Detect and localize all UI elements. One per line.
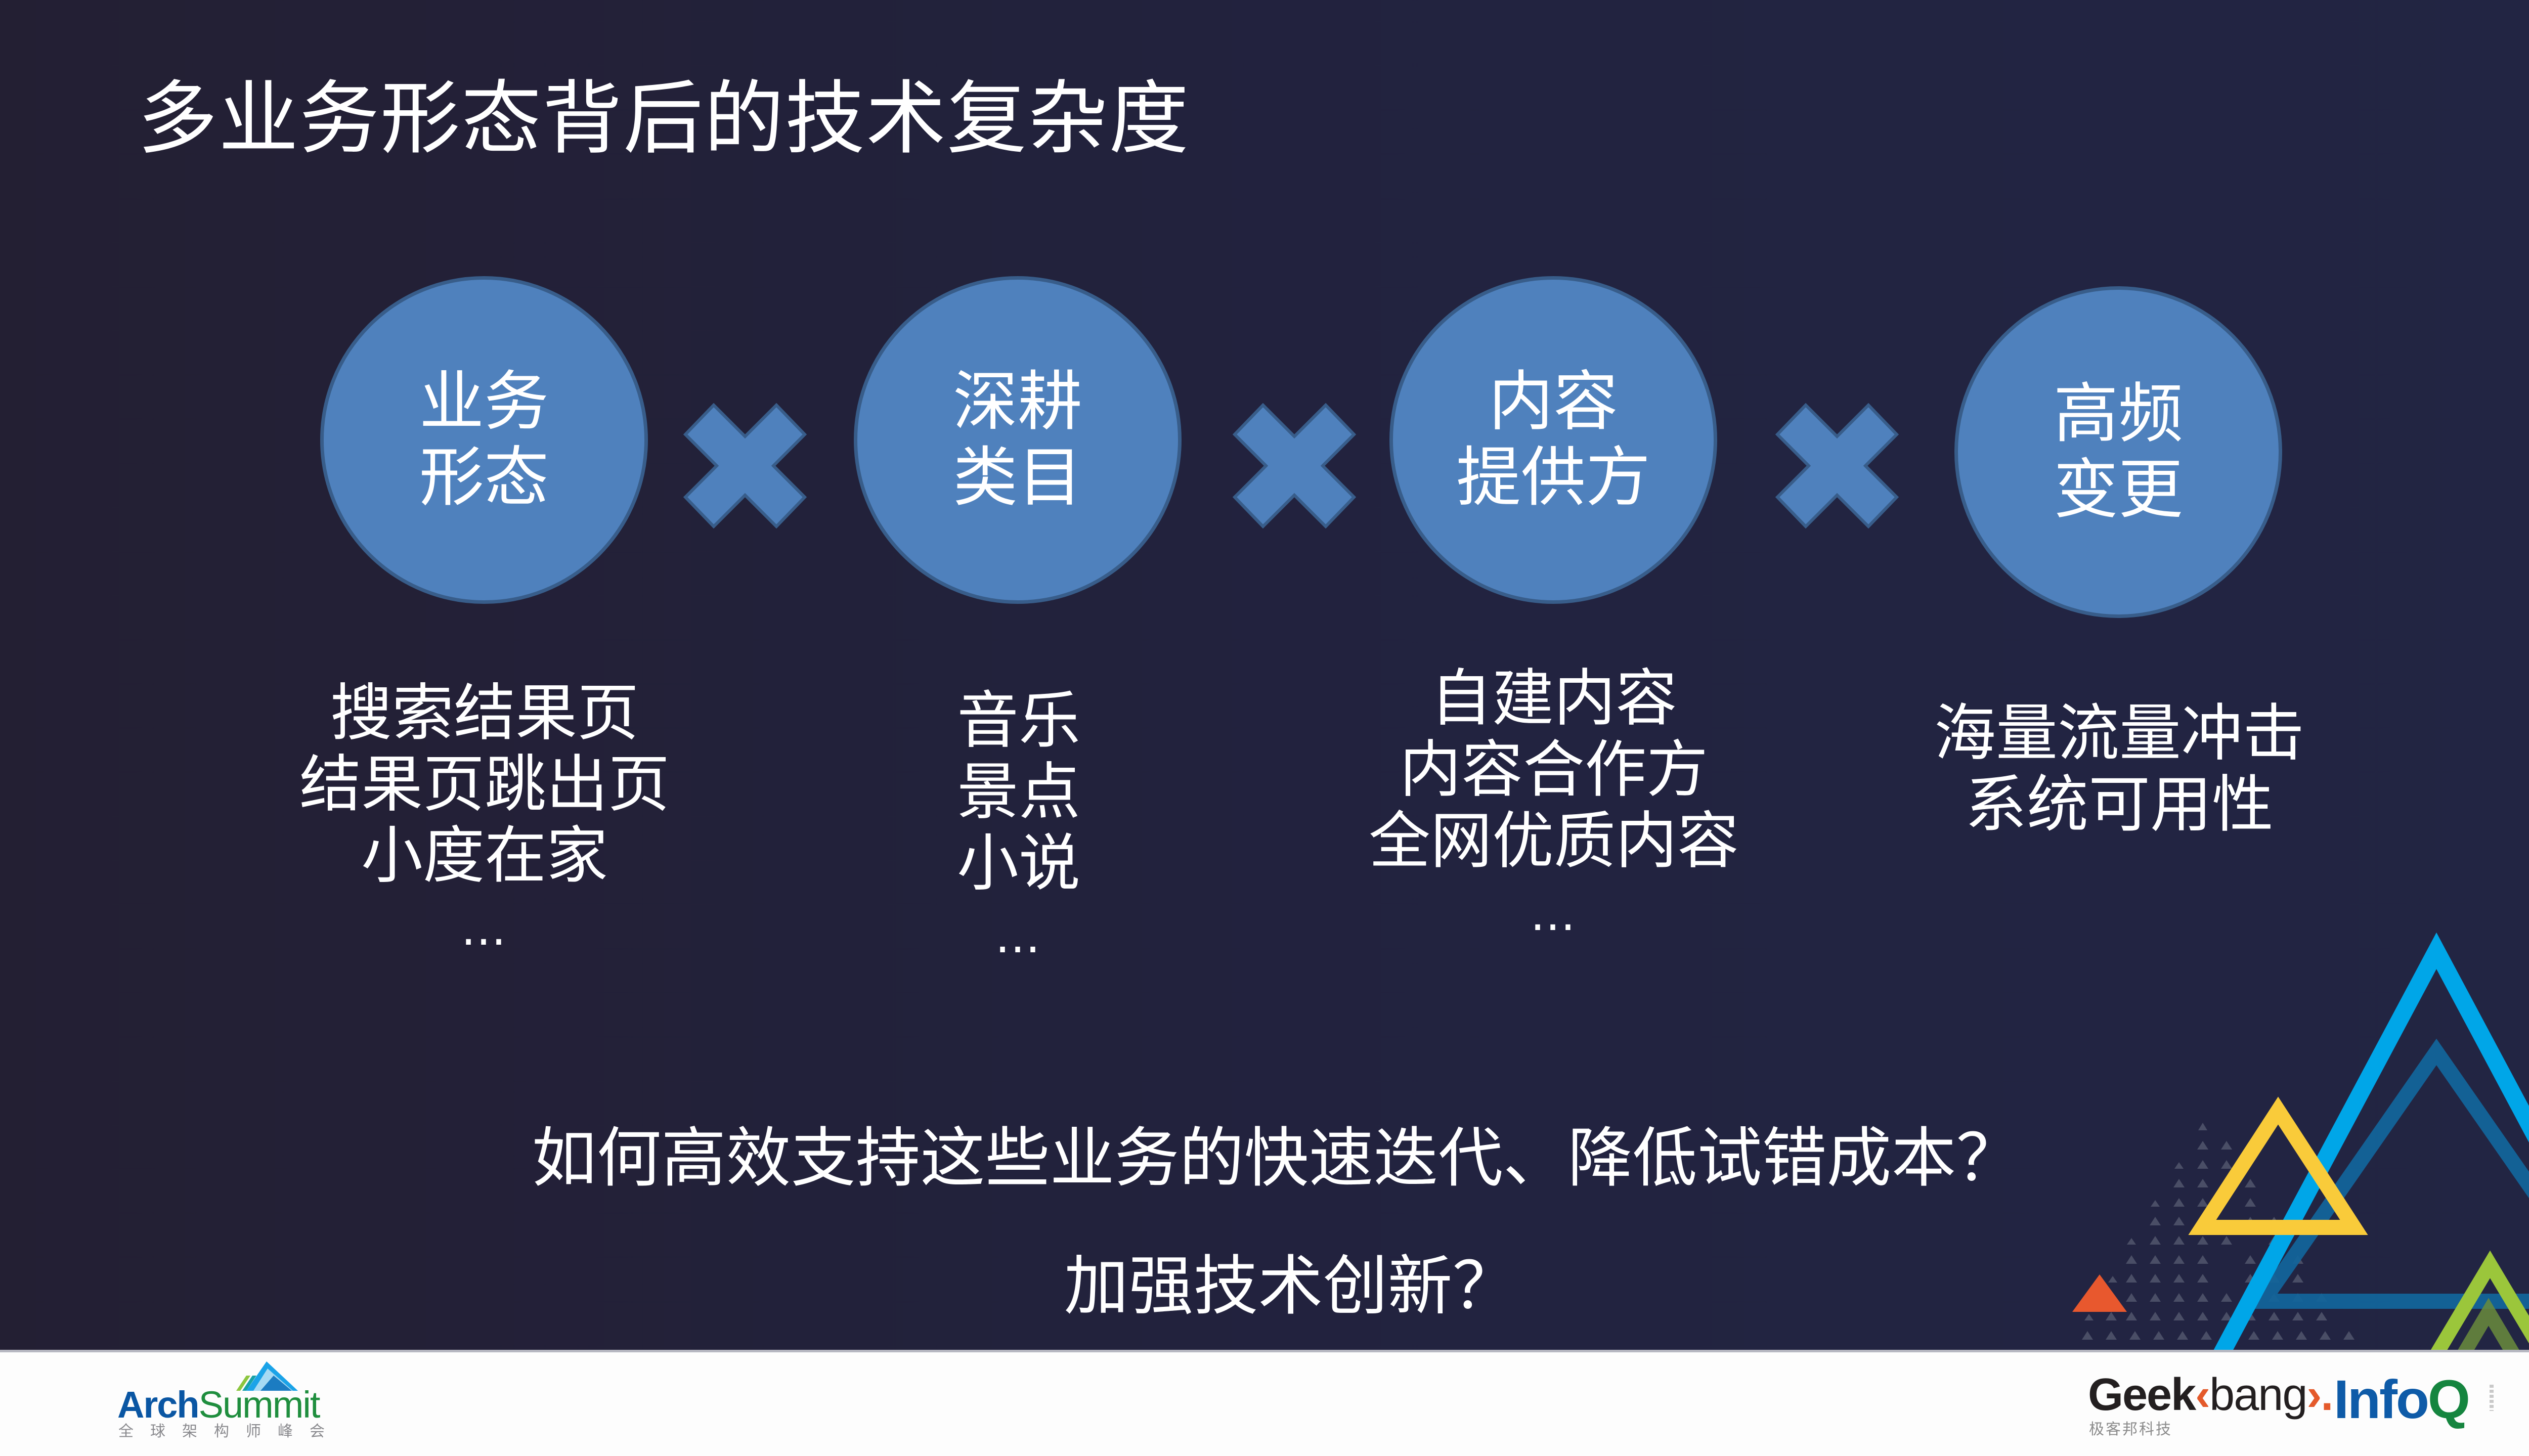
factor-circle-frequent-change: 高频 变更 — [1954, 286, 2282, 618]
infoq-logo: InfoQ — [2334, 1369, 2470, 1430]
multiply-icon — [1233, 403, 1356, 528]
detail-item: 结果页跳出页 — [299, 748, 670, 820]
detail-item: 系统可用性 — [1965, 769, 2274, 841]
details-business-form: 搜索结果页 结果页跳出页 小度在家 … — [299, 678, 670, 967]
detail-item: 搜索结果页 — [330, 677, 639, 749]
slide-canvas: 多业务形态背后的技术复杂度 业务 形态 深耕 类目 内容 提供方 高频 变更 搜… — [0, 0, 2529, 1350]
detail-item: 内容合作方 — [1400, 734, 1708, 806]
factor-label-line1: 高频 — [2053, 376, 2183, 452]
infoq-tagline-mark — [2490, 1385, 2494, 1411]
factor-label-line2: 类目 — [952, 440, 1082, 515]
detail-item: 全网优质内容 — [1369, 805, 1739, 877]
footer-bar — [0, 1352, 2529, 1456]
factor-circle-content-provider: 内容 提供方 — [1389, 276, 1717, 604]
multiply-icon — [683, 403, 807, 528]
factor-circle-vertical-category: 深耕 类目 — [854, 276, 1182, 604]
factor-label-line1: 业务 — [419, 364, 549, 439]
factor-label-line1: 内容 — [1488, 364, 1618, 439]
archsummit-wordmark: ArchSummit — [117, 1384, 320, 1426]
detail-ellipsis: … — [461, 903, 508, 956]
details-content-provider: 自建内容 内容合作方 全网优质内容 … — [1369, 663, 1739, 953]
details-vertical-category: 音乐 景点 小说 … — [957, 685, 1080, 975]
detail-item: 小度在家 — [361, 820, 608, 892]
detail-item: 音乐 — [957, 685, 1080, 757]
multiply-icon — [1775, 403, 1899, 528]
detail-item: 景点 — [957, 756, 1080, 828]
detail-item: 自建内容 — [1430, 663, 1677, 734]
archsummit-logo: ArchSummit 全球架构师峰会 — [117, 1360, 335, 1446]
factor-circle-business-form: 业务 形态 — [320, 276, 648, 604]
factor-label-line2: 提供方 — [1456, 440, 1650, 515]
details-frequent-change: 海量流量冲击 系统可用性 — [1934, 698, 2304, 841]
slide-title: 多业务形态背后的技术复杂度 — [138, 72, 1190, 165]
detail-ellipsis: … — [995, 910, 1042, 963]
geekbang-subtitle: 极客邦科技 — [2089, 1421, 2172, 1438]
detail-item: 小说 — [957, 827, 1080, 899]
detail-item: 海量流量冲击 — [1934, 697, 2304, 769]
geekbang-wordmark: Geek‹bang›. — [2088, 1370, 2333, 1420]
question-innovation: 加强技术创新？ — [1064, 1249, 1517, 1324]
question-iteration: 如何高效支持这些业务的快速迭代、降低试错成本？ — [532, 1121, 2021, 1196]
geekbang-logo: Geek‹bang›. 极客邦科技 — [2088, 1371, 2333, 1441]
factor-label-line2: 变更 — [2053, 452, 2183, 527]
factor-label-line2: 形态 — [419, 440, 549, 515]
factor-label-line1: 深耕 — [952, 364, 1082, 439]
archsummit-subtitle: 全球架构师峰会 — [118, 1423, 341, 1440]
mountain-logo-icon — [236, 1361, 298, 1391]
footer-divider — [0, 1350, 2529, 1352]
detail-ellipsis: … — [1530, 888, 1578, 941]
